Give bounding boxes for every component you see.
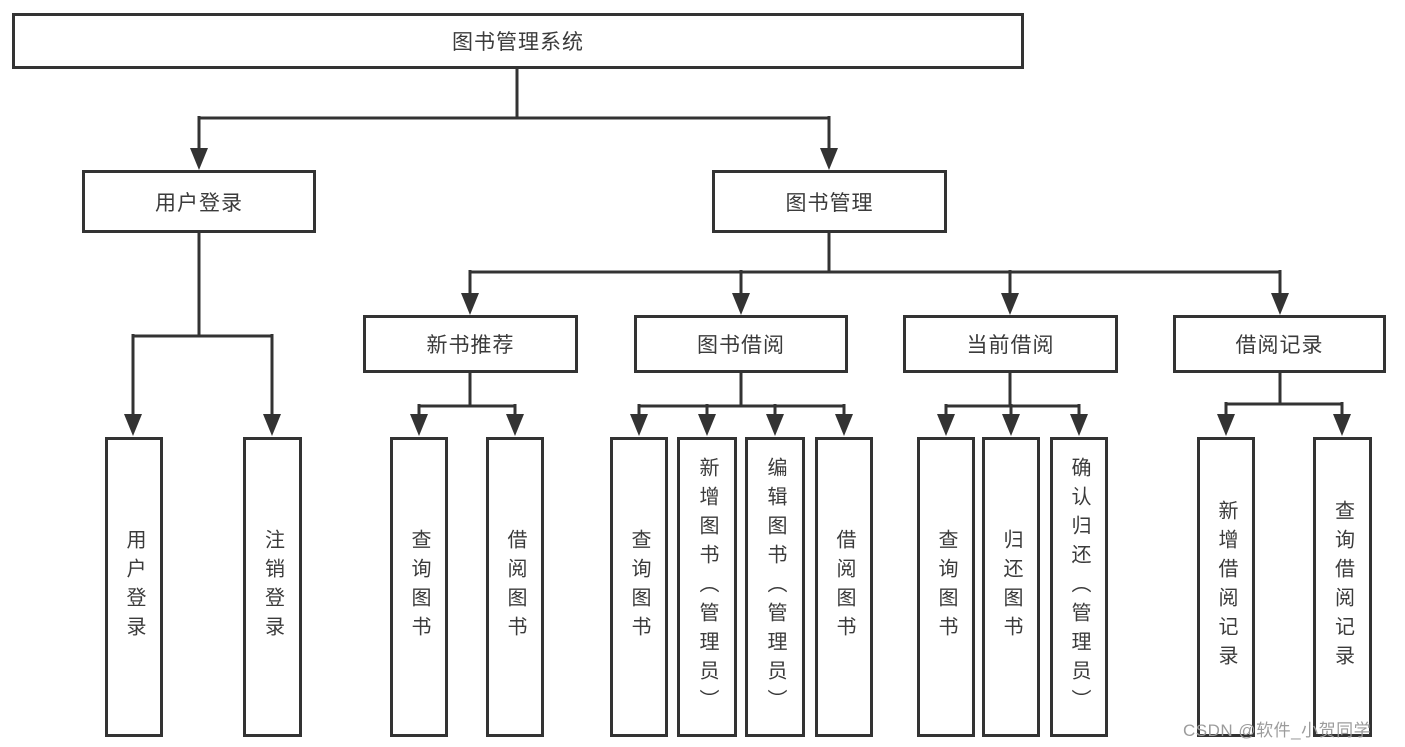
leaf-borrow-books-recommend: 借阅图书 [486, 437, 544, 737]
arrow-down-icon [410, 414, 428, 436]
arrow-down-icon [1070, 414, 1088, 436]
node-label: 用户登录 [155, 191, 243, 215]
leaf-label: 借阅图书 [833, 529, 855, 645]
connector-borrow-to-leaves [637, 371, 846, 414]
connector-records-to-leaves [1224, 371, 1344, 414]
leaf-confirm-return-admin: 确认归还（管理员） [1050, 437, 1108, 737]
connector-login-to-leaves [131, 231, 274, 414]
arrow-down-icon [506, 414, 524, 436]
leaf-label: 新增借阅记录 [1215, 500, 1237, 674]
leaf-add-borrow-record: 新增借阅记录 [1197, 437, 1255, 737]
node-label: 图书管理 [785, 191, 874, 215]
arrow-down-icon [190, 148, 208, 170]
leaf-edit-book-admin: 编辑图书（管理员） [745, 437, 805, 737]
arrow-down-icon [124, 414, 142, 436]
connector-root-to-level2 [197, 66, 831, 150]
leaf-query-books-current: 查询图书 [917, 437, 975, 737]
node-book-borrowing: 图书借阅 [634, 315, 848, 373]
arrow-down-icon [732, 293, 750, 315]
leaf-query-books-recommend: 查询图书 [390, 437, 448, 737]
leaf-label: 确认归还（管理员） [1068, 456, 1090, 718]
arrow-down-icon [1217, 414, 1235, 436]
arrow-down-icon [937, 414, 955, 436]
node-borrowing-records: 借阅记录 [1173, 315, 1386, 373]
connector-mgmt-to-level3 [468, 231, 1282, 296]
arrow-down-icon [835, 414, 853, 436]
node-label: 当前借阅 [966, 334, 1055, 357]
arrow-down-icon [1271, 293, 1289, 315]
leaf-add-book-admin: 新增图书（管理员） [677, 437, 737, 737]
leaf-label: 查询图书 [935, 529, 957, 645]
arrow-down-icon [1002, 414, 1020, 436]
arrow-down-icon [1333, 414, 1351, 436]
leaf-label: 注销登录 [261, 529, 284, 645]
leaf-label: 查询借阅记录 [1331, 500, 1354, 674]
node-user-login: 用户登录 [82, 170, 316, 233]
leaf-label: 用户登录 [123, 529, 145, 645]
node-new-book-recommendation: 新书推荐 [363, 315, 578, 373]
connector-newbook-to-leaves [417, 371, 517, 414]
arrow-down-icon [461, 293, 479, 315]
connector-current-to-leaves [944, 371, 1081, 414]
arrow-down-icon [766, 414, 784, 436]
arrow-down-icon [698, 414, 716, 436]
node-label: 新书推荐 [426, 334, 515, 357]
leaf-label: 查询图书 [408, 529, 430, 645]
leaf-return-book: 归还图书 [982, 437, 1040, 737]
leaf-label: 新增图书（管理员） [696, 456, 718, 718]
leaf-label: 借阅图书 [504, 529, 526, 645]
arrow-down-icon [820, 148, 838, 170]
leaf-logout: 注销登录 [243, 437, 302, 737]
node-label: 图书借阅 [697, 334, 785, 357]
csdn-watermark: CSDN @软件_小贺同学 [1183, 721, 1372, 740]
leaf-label: 归还图书 [1000, 529, 1022, 645]
node-book-management: 图书管理 [712, 170, 947, 233]
node-current-borrowing: 当前借阅 [903, 315, 1118, 373]
leaf-label: 查询图书 [628, 529, 650, 645]
leaf-query-books-borrowing: 查询图书 [610, 437, 668, 737]
leaf-borrow-books-borrowing: 借阅图书 [815, 437, 873, 737]
arrow-down-icon [263, 414, 281, 436]
leaf-user-login: 用户登录 [105, 437, 163, 737]
arrow-down-icon [630, 414, 648, 436]
leaf-query-borrow-record: 查询借阅记录 [1313, 437, 1372, 737]
node-label: 借阅记录 [1235, 334, 1324, 357]
leaf-label: 编辑图书（管理员） [764, 456, 786, 718]
node-library-management-system: 图书管理系统 [12, 13, 1024, 69]
node-label: 图书管理系统 [452, 31, 584, 54]
arrow-down-icon [1001, 293, 1019, 315]
